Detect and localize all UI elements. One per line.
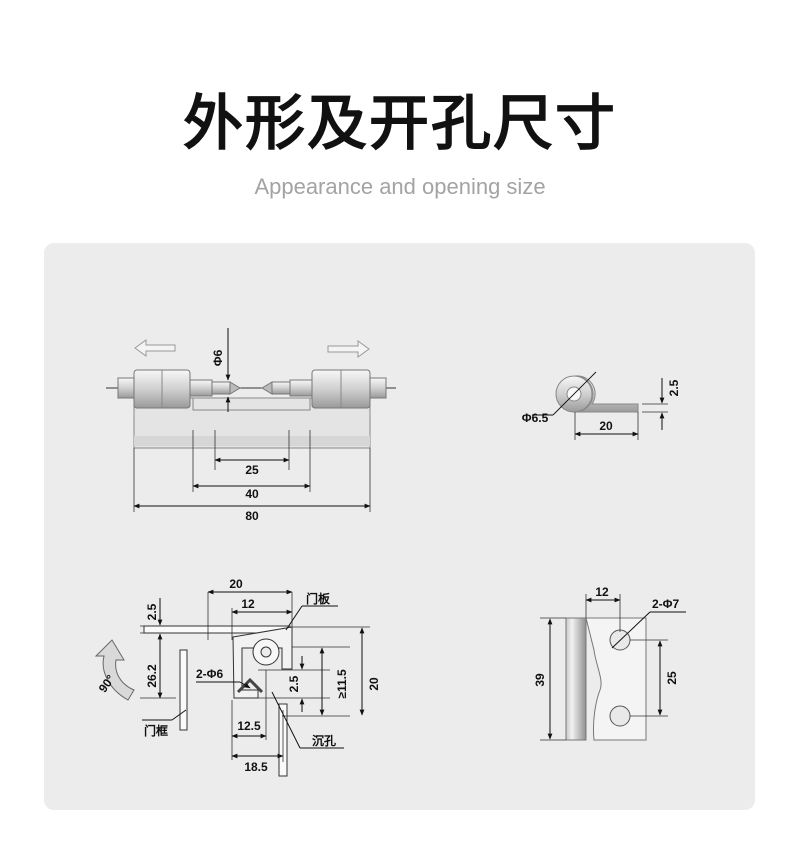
pin-diameter-label: Φ6: [211, 349, 225, 366]
dim-40-label: 40: [245, 487, 259, 501]
arrow-left-icon: [134, 339, 176, 357]
rotation-arrow-icon: [94, 639, 135, 701]
install-dim-12-label: 12: [241, 597, 255, 611]
install-dim-18-5-label: 18.5: [244, 760, 268, 774]
dim-80-label: 80: [245, 509, 259, 523]
leaf-dim-39-label: 39: [533, 673, 547, 687]
door-frame-label: 门框: [144, 723, 168, 738]
install-dim-12-5-label: 12.5: [237, 719, 261, 733]
install-dim-20-right-label: 20: [367, 677, 381, 691]
front-view-hinge: Φ6 25 40 80: [106, 328, 396, 523]
leaf-view: 12 2-Φ7 39 25: [533, 585, 686, 741]
install-dim-26-2-label: 26.2: [145, 664, 159, 688]
install-dim-2-5-label: 2.5: [287, 675, 301, 692]
leaf-holes-label: 2-Φ7: [652, 597, 680, 611]
dim-20-label: 20: [599, 419, 613, 433]
arrow-right-icon: [327, 340, 370, 358]
page-title: 外形及开孔尺寸: [183, 89, 617, 159]
side-view-hinge: Φ6.5 20 2.5: [522, 371, 681, 440]
hole-diameter-label: Φ6.5: [522, 411, 549, 425]
thickness-label: 2.5: [667, 379, 681, 396]
install-dim-2-5-top-label: 2.5: [145, 603, 159, 620]
install-dim-20-label: 20: [229, 577, 243, 591]
leaf-dim-12-label: 12: [595, 585, 609, 599]
install-holes-label: 2-Φ6: [196, 667, 224, 681]
countersink-label: 沉孔: [312, 733, 336, 748]
page-subtitle: Appearance and opening size: [254, 174, 546, 199]
dim-25-label: 25: [245, 463, 259, 477]
leaf-dim-25-label: 25: [665, 671, 679, 685]
install-dim-11-5-label: ≥11.5: [335, 669, 349, 699]
door-panel-label: 门板: [306, 591, 331, 606]
install-view: 90° 20 12 2.5 门板 26.2 2-Φ6: [94, 577, 381, 777]
